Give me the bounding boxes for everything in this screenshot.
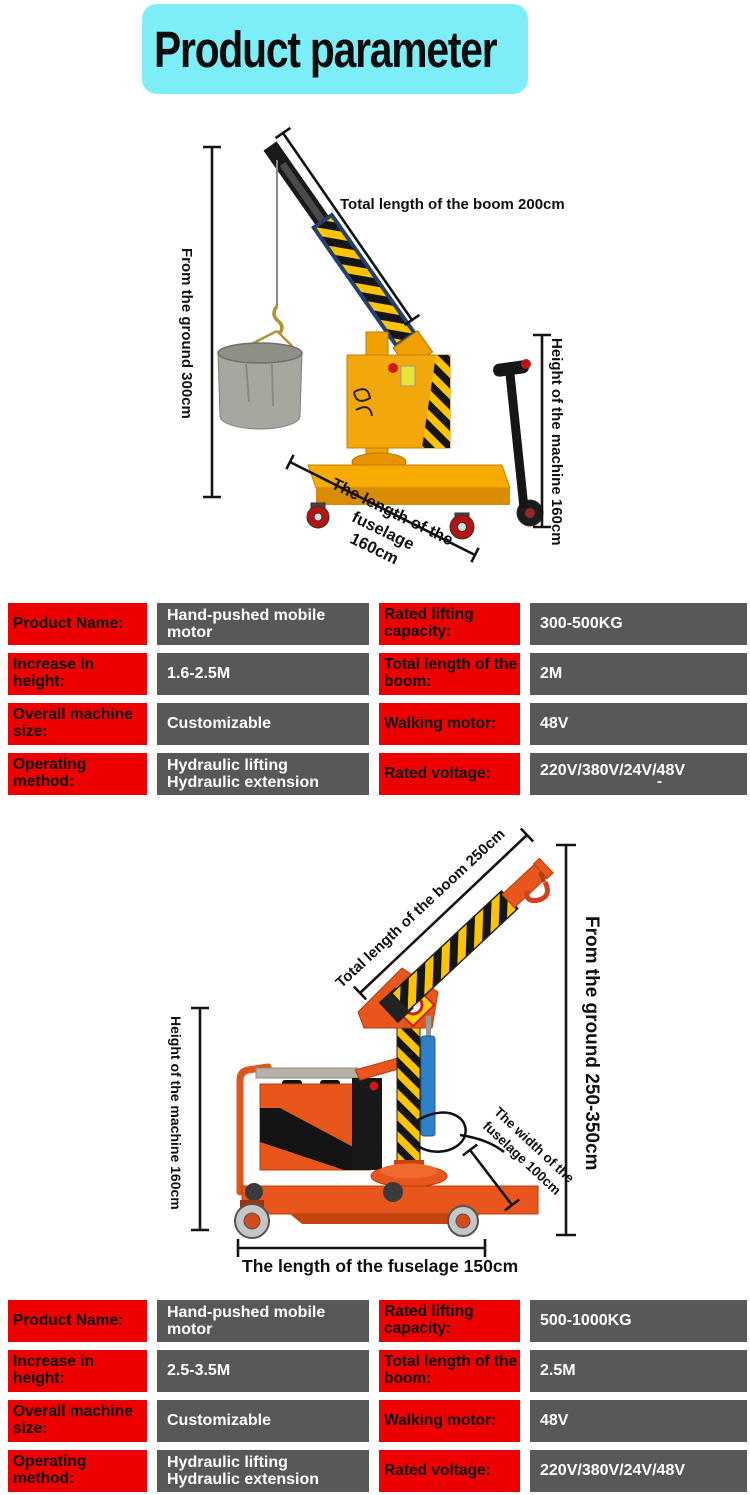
- dimension-lines-2: [191, 827, 576, 1257]
- page-title-badge: Product parameter: [142, 4, 528, 94]
- product-diagram-2: Total length of the boom 250cm From the …: [150, 820, 630, 1290]
- spec-label-overall-machine-size: Overall machine size:: [8, 1400, 147, 1442]
- spec-value-rated-voltage: 220V/380V/24V/48V -: [530, 753, 747, 795]
- spec-value-overall-machine-size: Customizable: [157, 703, 369, 745]
- spec-value-walking-motor: 48V: [530, 1400, 747, 1442]
- annotation-fuselage-length-2: The length of the fuselage 150cm: [242, 1256, 519, 1276]
- spec-label-boom-total-length: Total length of the boom:: [379, 1350, 520, 1392]
- spec-value-rated-lifting-capacity: 500-1000KG: [530, 1300, 747, 1342]
- spec-label-rated-lifting-capacity: Rated lifting capacity:: [379, 603, 520, 645]
- spec-value-walking-motor: 48V: [530, 703, 747, 745]
- spec-label-rated-lifting-capacity: Rated lifting capacity:: [379, 1300, 520, 1342]
- spec-value-boom-total-length: 2M: [530, 653, 747, 695]
- spec-label-walking-motor: Walking motor:: [379, 703, 520, 745]
- spec-value-product-name: Hand-pushed mobile motor: [157, 1300, 369, 1342]
- spec-value-operating-method: Hydraulic lifting Hydraulic extension: [157, 753, 369, 795]
- crane-2-art: [234, 857, 554, 1239]
- annotation-machine-height-1: Height of the machine 160cm: [548, 338, 565, 546]
- rated-voltage-dash: -: [657, 772, 662, 790]
- spec-value-overall-machine-size: Customizable: [157, 1400, 369, 1442]
- spec-label-product-name: Product Name:: [8, 603, 147, 645]
- spec-value-increase-in-height: 2.5-3.5M: [157, 1350, 369, 1392]
- spec-value-operating-method: Hydraulic lifting Hydraulic extension: [157, 1450, 369, 1492]
- annotation-from-ground-1: From the ground 300cm: [178, 248, 195, 419]
- spec-value-increase-in-height: 1.6-2.5M: [157, 653, 369, 695]
- spec-label-boom-total-length: Total length of the boom:: [379, 653, 520, 695]
- dimension-lines-1: [203, 126, 551, 563]
- page-title: Product parameter: [154, 20, 498, 78]
- rated-voltage-text: 220V/380V/24V/48V: [540, 762, 686, 780]
- spec-label-operating-method: Operating method:: [8, 1450, 147, 1492]
- crane-2-illustration: [191, 827, 576, 1257]
- spec-label-increase-in-height: Increase in height:: [8, 653, 147, 695]
- spec-label-increase-in-height: Increase in height:: [8, 1350, 147, 1392]
- spec-table-2: Product Name: Hand-pushed mobile motor R…: [8, 1300, 747, 1492]
- spec-label-rated-voltage: Rated voltage:: [379, 753, 520, 795]
- product-diagram-1: From the ground 300cm Total length of th…: [150, 110, 620, 580]
- crane-1-illustration: [203, 126, 551, 563]
- spec-label-product-name: Product Name:: [8, 1300, 147, 1342]
- annotation-machine-height-2: Height of the machine 160cm: [168, 1016, 184, 1210]
- spec-label-rated-voltage: Rated voltage:: [379, 1450, 520, 1492]
- spec-table-1: Product Name: Hand-pushed mobile motor R…: [8, 603, 747, 795]
- annotation-boom-length-1: Total length of the boom 200cm: [340, 196, 565, 213]
- spec-value-rated-voltage: 220V/380V/24V/48V: [530, 1450, 747, 1492]
- annotation-from-ground-2: From the ground 250-350cm: [581, 916, 602, 1171]
- spec-label-walking-motor: Walking motor:: [379, 1400, 520, 1442]
- spec-value-rated-lifting-capacity: 300-500KG: [530, 603, 747, 645]
- spec-value-boom-total-length: 2.5M: [530, 1350, 747, 1392]
- spec-value-product-name: Hand-pushed mobile motor: [157, 603, 369, 645]
- spec-label-operating-method: Operating method:: [8, 753, 147, 795]
- spec-label-overall-machine-size: Overall machine size:: [8, 703, 147, 745]
